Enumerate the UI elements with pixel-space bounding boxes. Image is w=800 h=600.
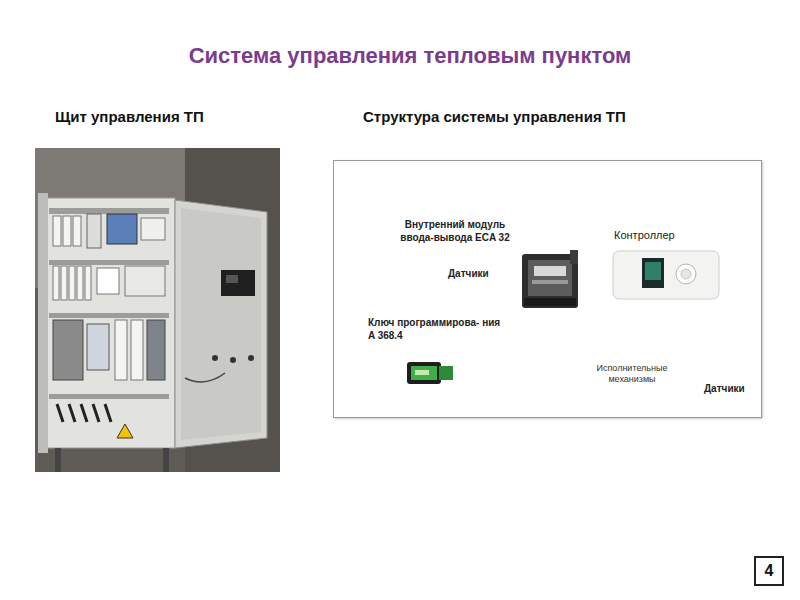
cabinet-photo-part <box>125 266 165 296</box>
programming-key: Ключ программирова- ния A 368.4 <box>405 356 455 388</box>
cabinet-photo-part <box>53 266 59 300</box>
io-module-picture <box>520 250 580 312</box>
node-label: Датчики <box>704 383 747 396</box>
controller-picture-part <box>676 264 696 284</box>
actuator-label: Исполнительные механизмы <box>588 358 676 388</box>
node-heading: Структура системы управления ТП <box>363 108 763 125</box>
cabinet-photo-part <box>141 218 165 240</box>
cabinet-photo-part <box>77 266 83 300</box>
programming-key-picture-part <box>407 362 441 384</box>
cabinet-photo-part <box>73 216 81 246</box>
cabinet-photo-part <box>185 373 225 382</box>
cabinet-photo-part <box>53 216 61 246</box>
slide-title: Система управления тепловым пунктом <box>0 43 800 69</box>
cabinet-photo-part <box>87 214 101 248</box>
controller-picture-part <box>613 251 719 299</box>
cabinet-photo-part <box>230 357 236 363</box>
cabinet-photo-part <box>248 355 254 361</box>
cabinet-photo-part <box>38 193 48 453</box>
io-module-picture-part <box>522 254 578 308</box>
node-label: Датчики <box>448 268 491 281</box>
io-module: Внутренний модуль ввода-вывода ECA 32 <box>520 250 580 312</box>
controller: Контроллер <box>612 250 720 300</box>
cabinet-photo-part <box>49 394 169 399</box>
controller-picture-part <box>642 258 664 288</box>
cabinet-photo-part <box>212 355 218 361</box>
io-module-picture-part <box>570 250 578 264</box>
cabinet-photo-part <box>49 208 169 214</box>
cabinet-photo-part <box>115 320 127 380</box>
cabinet-photo-part <box>85 266 91 300</box>
cabinet-photo-part <box>49 313 169 318</box>
cabinet-photo-part <box>226 275 238 283</box>
programming-key-picture <box>405 356 455 388</box>
node-label: 4 <box>765 562 774 580</box>
cabinet-photo-part <box>53 320 83 380</box>
diagram-panel: Структура системы управления ТП Внутренн… <box>333 108 763 418</box>
cabinet-photo-part <box>43 198 175 448</box>
cabinet-photo-part <box>61 266 67 300</box>
io-module-picture-part <box>532 280 568 284</box>
io-module-picture-part <box>528 260 572 296</box>
controller-picture-part <box>645 262 661 280</box>
programming-key-picture-part <box>415 370 429 375</box>
cabinet-photo <box>35 148 280 472</box>
cabinet-photo-part <box>117 424 133 438</box>
cabinet-photo-part <box>181 208 261 440</box>
sensor-label: Датчики <box>702 382 749 398</box>
controller-picture <box>612 250 720 300</box>
io-module-picture-part <box>524 298 576 306</box>
cabinet-photo-part <box>221 270 255 296</box>
cabinet-photo-part <box>175 200 267 448</box>
node-heading: Контроллер <box>614 229 718 241</box>
controller-picture-part <box>681 269 691 279</box>
cabinet-photo-part <box>63 216 71 246</box>
photo-panel: Щит управления ТП <box>35 108 280 472</box>
cabinet-photo-part <box>163 448 169 472</box>
cabinet-photo-part <box>49 260 169 265</box>
cabinet-photo-part <box>35 148 280 472</box>
node-heading: Внутренний модуль ввода-вывода ECA 32 <box>392 219 518 244</box>
cabinet-photo-part <box>131 320 143 380</box>
cabinet-photo-part <box>147 320 165 380</box>
cabinet-photo-part <box>55 448 61 472</box>
sensor-label: Датчики <box>446 267 493 283</box>
io-module-picture-part <box>534 266 566 276</box>
node-heading: Ключ программирова- ния A 368.4 <box>368 317 508 342</box>
node-label: Исполнительные механизмы <box>590 363 674 385</box>
page-number-box: 4 <box>754 556 784 586</box>
cabinet-photo-part <box>107 214 137 244</box>
node-heading: Щит управления ТП <box>55 108 275 125</box>
cabinet-photo-part <box>57 404 111 422</box>
programming-key-picture-part <box>411 366 437 380</box>
cabinet-photo-part <box>97 268 119 294</box>
cabinet-photo-part <box>87 324 109 370</box>
programming-key-picture-part <box>439 366 453 380</box>
cabinet-photo-part <box>69 266 75 300</box>
